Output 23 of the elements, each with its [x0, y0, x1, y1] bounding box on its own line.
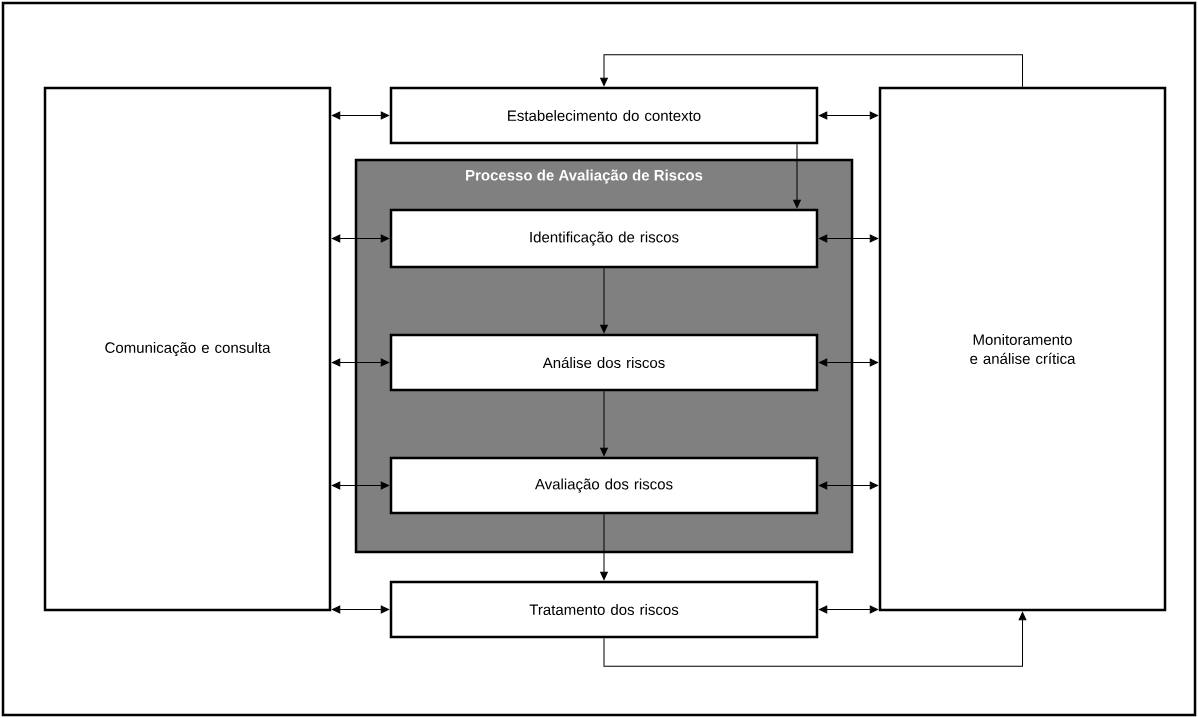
- arrow: [332, 358, 390, 367]
- process-box: Comunicação e consulta: [43, 86, 332, 612]
- arrow: [819, 481, 879, 490]
- arrow: [332, 481, 390, 490]
- arrow: [600, 54, 1023, 88]
- arrow: [819, 605, 879, 614]
- arrow: [603, 612, 1027, 667]
- arrow: [332, 605, 390, 614]
- arrow: [332, 234, 390, 243]
- arrow: [819, 358, 879, 367]
- arrow: [819, 234, 879, 243]
- process-box: Identificação de riscos: [389, 208, 819, 269]
- process-box: Avaliação dos riscos: [389, 456, 819, 515]
- arrow: [600, 390, 608, 456]
- arrow: [600, 267, 608, 333]
- process-box: Tratamento dos riscos: [389, 580, 819, 639]
- arrow: [332, 111, 390, 120]
- arrow: [793, 143, 801, 208]
- process-box: Análise dos riscos: [389, 333, 819, 392]
- process-box: Estabelecimento do contexto: [389, 86, 819, 145]
- process-box: Monitoramento e análise crítica: [878, 86, 1167, 612]
- arrow: [819, 111, 879, 120]
- arrow: [600, 513, 608, 581]
